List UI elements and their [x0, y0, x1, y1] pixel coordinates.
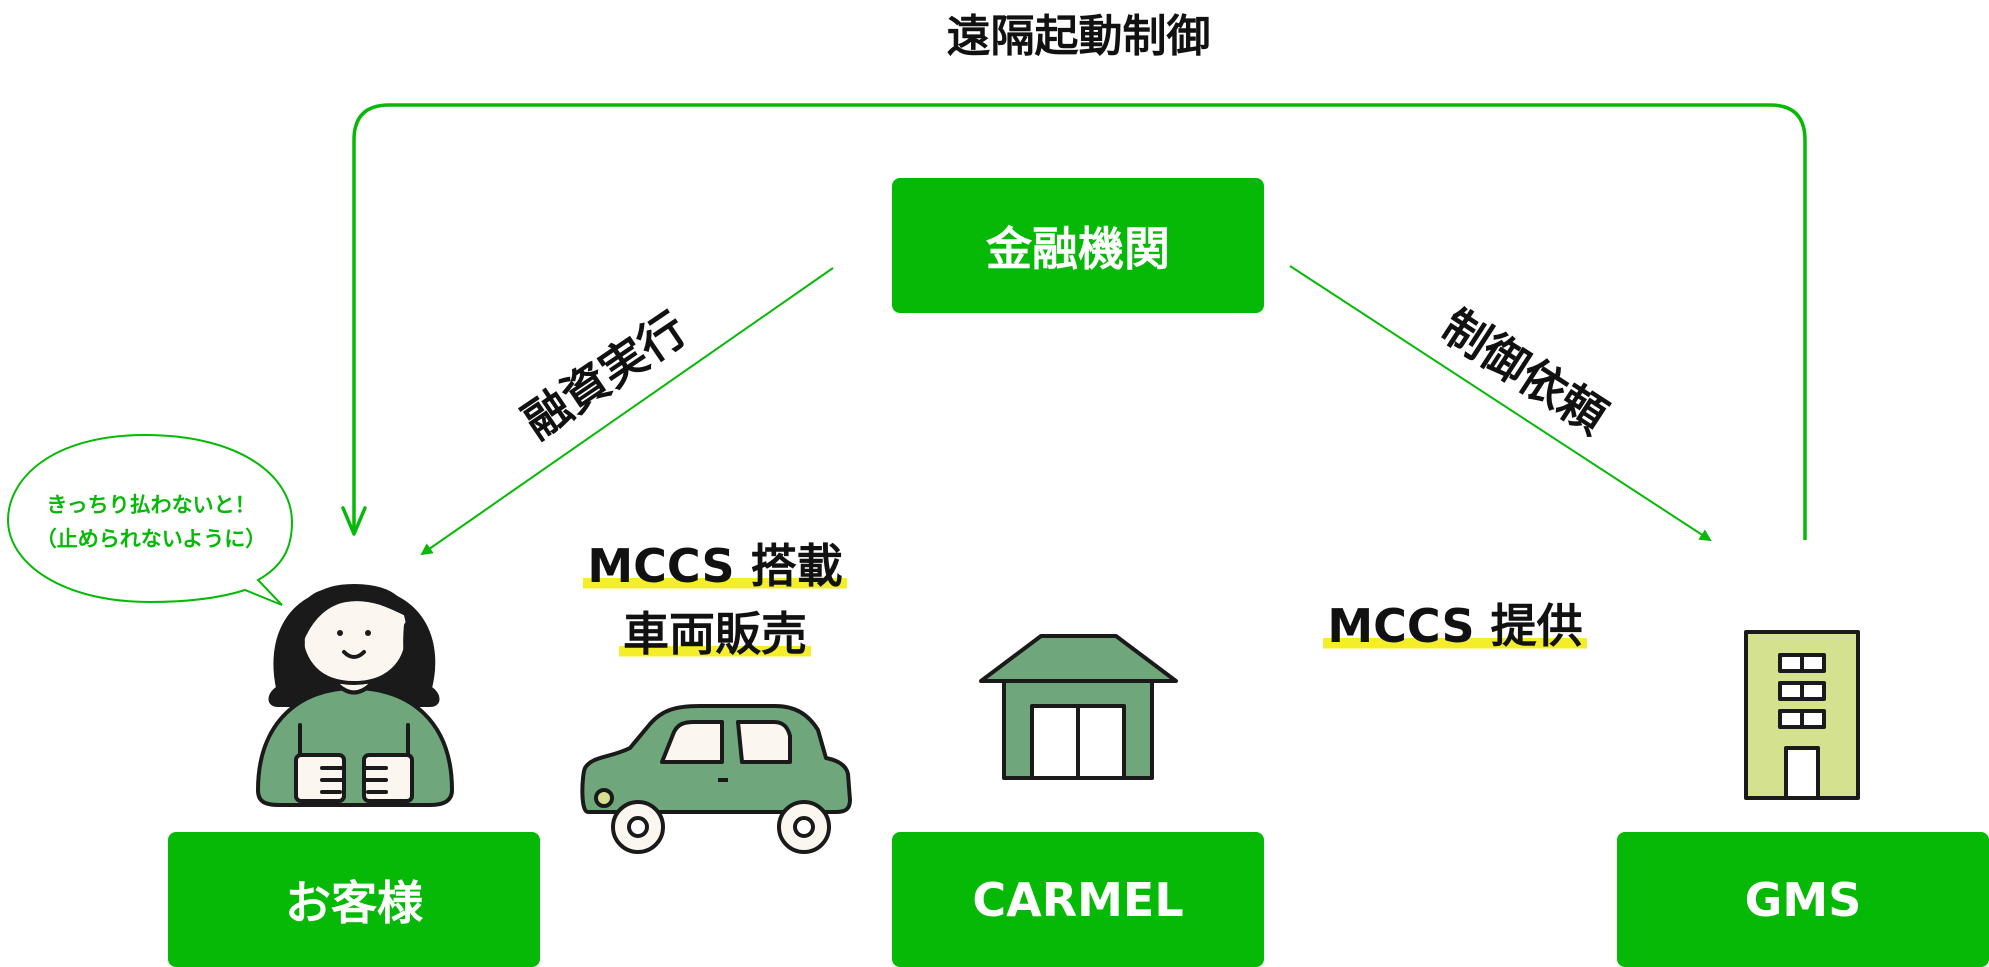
speech-bubble [6, 433, 294, 606]
node-customer: お客様 [168, 832, 540, 967]
caption-vehicle-sales: 車両販売 [555, 598, 875, 664]
node-bank: 金融機関 [892, 178, 1264, 313]
caption-mccs-provided: MCCS 提供 [1295, 590, 1615, 656]
speech-line-1: きっちり払わないと！ [46, 493, 256, 517]
loan-arrow [420, 267, 834, 556]
remote-control-connector [352, 103, 1807, 540]
dealer-shop-icon [979, 634, 1178, 780]
speech-line-2: （止められないように） [35, 527, 267, 551]
caption-mccs-equipped: MCCS 搭載 [555, 530, 875, 596]
remote-control-arrowhead [341, 506, 367, 536]
person-icon [256, 584, 454, 807]
diagram-title: 遠隔起動制御 [946, 11, 1211, 62]
office-building-icon [1744, 630, 1860, 800]
car-icon [580, 704, 852, 854]
control-request-arrow [1289, 265, 1712, 542]
speech-bubble-text: きっちり払わないと！ （止められないように） [16, 488, 286, 556]
node-carmel: CARMEL [892, 832, 1264, 967]
node-gms: GMS [1617, 832, 1989, 967]
